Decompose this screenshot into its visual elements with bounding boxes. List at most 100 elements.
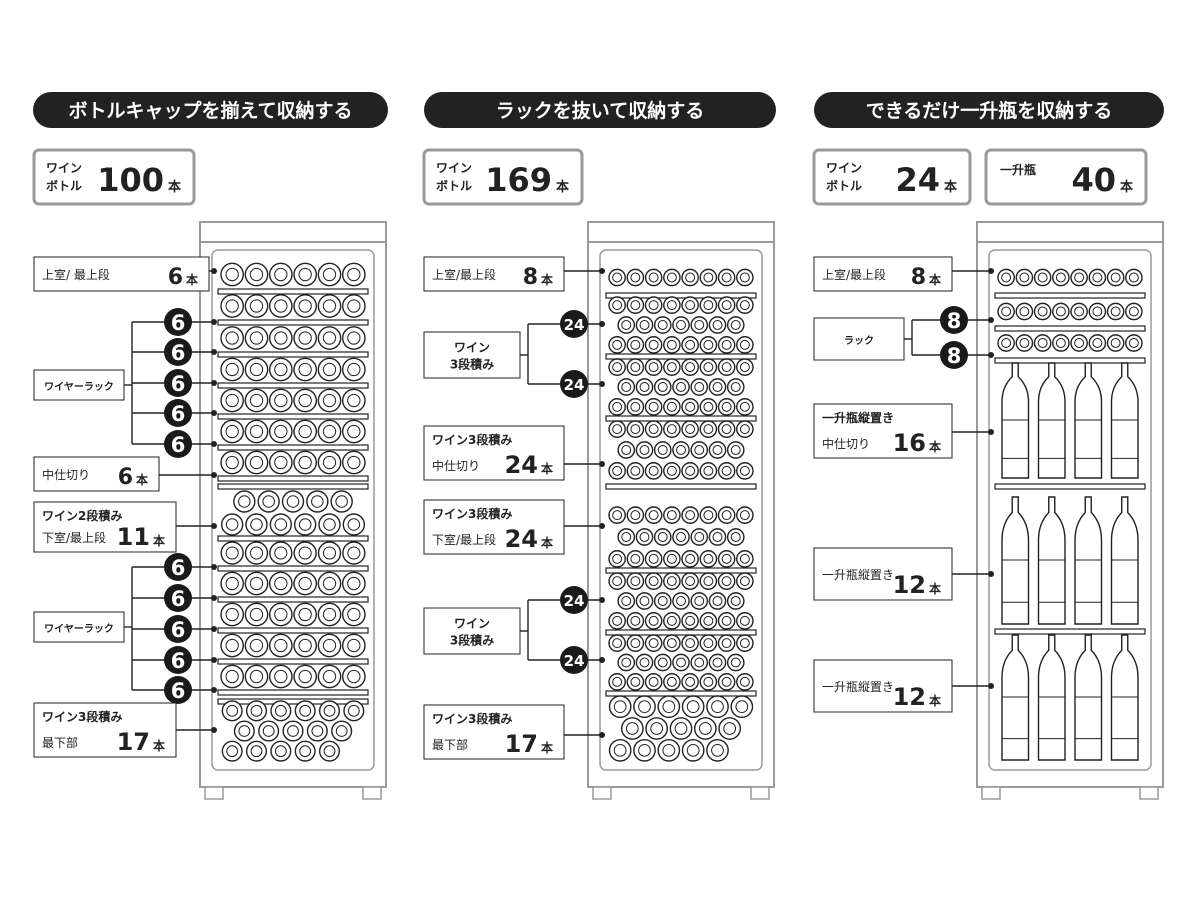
bottle-mouth bbox=[730, 320, 741, 330]
bottle-end bbox=[220, 513, 244, 536]
bottle-end bbox=[736, 550, 754, 568]
bottle-end bbox=[268, 357, 293, 382]
bottle-mouth bbox=[322, 362, 337, 377]
callout-box bbox=[813, 403, 953, 459]
bottle-mouth bbox=[225, 669, 239, 684]
bottle-mouth bbox=[322, 424, 337, 439]
callout-count: 16 bbox=[893, 429, 926, 457]
bottle-end bbox=[644, 612, 663, 630]
bottle-mouth bbox=[721, 362, 732, 373]
bottle-mouth bbox=[612, 300, 623, 311]
fridge-1 bbox=[587, 221, 775, 800]
callout-label: ラック bbox=[844, 335, 874, 347]
anchor-dot bbox=[599, 461, 605, 467]
callout-label: 3段積み bbox=[450, 633, 494, 648]
count-badge-text: 6 bbox=[171, 433, 186, 457]
count-badge bbox=[164, 553, 192, 581]
bottle-end bbox=[663, 550, 681, 568]
bottle-mouth bbox=[249, 299, 264, 313]
bottle-end bbox=[608, 695, 632, 719]
fridge-illustrations bbox=[199, 221, 1164, 800]
total-unit: 本 bbox=[1120, 179, 1133, 195]
bottle-end bbox=[318, 700, 341, 722]
bottle-end bbox=[730, 695, 754, 719]
bottle-end bbox=[672, 528, 690, 546]
total-box bbox=[984, 148, 1148, 206]
bottle-mouth bbox=[703, 615, 714, 626]
callout-label: 中仕切り bbox=[822, 436, 870, 451]
callout-box bbox=[423, 256, 565, 292]
callout-label: ワイン3段積み bbox=[432, 711, 512, 726]
bottle-end bbox=[220, 357, 245, 382]
bottle-end bbox=[699, 550, 718, 568]
bottle-mouth bbox=[676, 532, 686, 542]
bottle-end bbox=[1106, 334, 1125, 352]
bottle-mouth bbox=[703, 576, 714, 587]
bottle-end bbox=[672, 441, 690, 459]
bottle-end bbox=[997, 334, 1015, 352]
bottle-end bbox=[244, 664, 269, 689]
bottle-mouth bbox=[739, 638, 750, 649]
anchor-dot bbox=[599, 321, 605, 327]
bottle-end bbox=[1088, 334, 1107, 352]
bottle-end bbox=[626, 336, 645, 354]
bottle-mouth bbox=[249, 669, 264, 684]
bottle-end bbox=[245, 700, 268, 722]
total-label: ワイン bbox=[436, 161, 472, 175]
bottle-mouth bbox=[1037, 306, 1048, 317]
bottle-end bbox=[244, 357, 269, 382]
bottle-end bbox=[341, 664, 366, 689]
bottle-mouth bbox=[703, 362, 714, 373]
bottle-end bbox=[293, 513, 317, 536]
bottle-mouth bbox=[657, 596, 668, 606]
bottle-mouth bbox=[712, 382, 723, 392]
bottle-end bbox=[708, 528, 727, 546]
bottle-mouth bbox=[666, 553, 677, 564]
bottle-mouth bbox=[225, 518, 239, 531]
count-badge-text: 6 bbox=[171, 587, 186, 611]
bottle-end bbox=[1070, 268, 1088, 287]
bottle-end bbox=[244, 388, 269, 413]
bottle-mouth bbox=[711, 743, 724, 757]
bottle-mouth bbox=[630, 553, 641, 564]
shelf bbox=[217, 565, 369, 572]
bottle-end bbox=[663, 398, 681, 416]
bottle-mouth bbox=[630, 615, 641, 626]
bottle-end bbox=[626, 550, 645, 568]
bottle-mouth bbox=[287, 725, 299, 737]
anchor-dot bbox=[211, 268, 217, 274]
callout-box bbox=[33, 501, 177, 553]
bottle-mouth bbox=[274, 424, 288, 439]
bottle-mouth bbox=[612, 401, 623, 412]
bottle-mouth bbox=[262, 725, 275, 737]
bottle-end bbox=[736, 420, 754, 438]
callout-label: 中仕切り bbox=[42, 467, 90, 482]
bottle-mouth bbox=[721, 424, 732, 435]
bottle-mouth bbox=[694, 596, 705, 606]
bottle-end bbox=[690, 441, 709, 459]
bottle-end bbox=[293, 602, 318, 627]
bottle-end bbox=[626, 673, 645, 691]
bottle-end bbox=[341, 450, 366, 475]
bottle-end bbox=[317, 633, 342, 658]
shelf bbox=[217, 689, 369, 696]
bottle-end bbox=[726, 592, 745, 610]
bottle-end bbox=[268, 571, 293, 596]
bottle-end bbox=[608, 612, 626, 630]
bottle-mouth bbox=[739, 272, 750, 283]
bottle-mouth bbox=[698, 722, 712, 735]
bottle-end bbox=[717, 634, 736, 652]
bottle-end bbox=[244, 571, 269, 596]
bottle-end bbox=[653, 441, 672, 459]
bottle-end bbox=[635, 592, 654, 610]
bottle-end bbox=[608, 268, 626, 287]
shelf bbox=[605, 567, 757, 574]
bottle-mouth bbox=[730, 445, 741, 455]
bottle-end bbox=[1052, 268, 1070, 287]
anchor-dot bbox=[211, 319, 217, 325]
count-badge-text: 6 bbox=[171, 618, 186, 642]
glass-door bbox=[599, 249, 763, 771]
shelf bbox=[217, 535, 369, 542]
